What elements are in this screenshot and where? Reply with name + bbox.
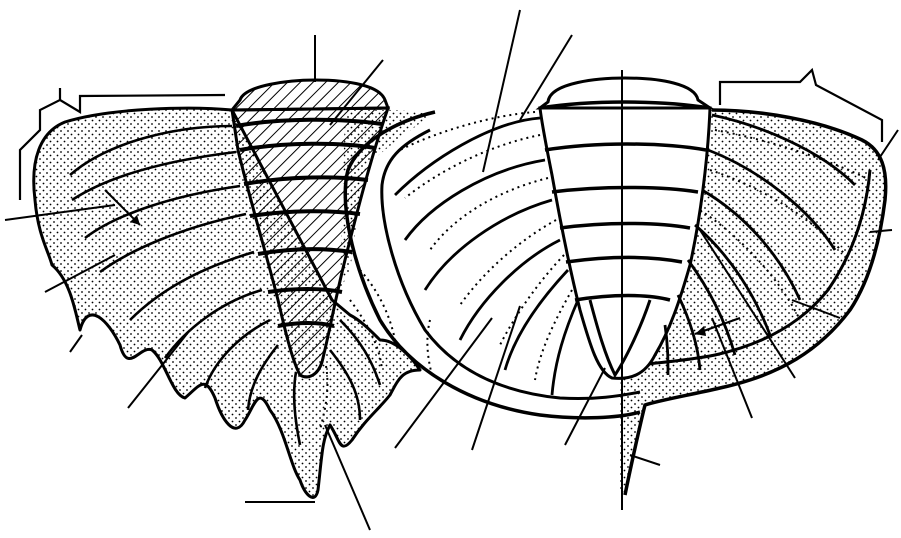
leader-line (483, 10, 520, 172)
leader-line (472, 306, 520, 450)
leader-line (630, 455, 660, 465)
left-articulating-ring (232, 80, 388, 110)
leader-line (565, 368, 605, 445)
leader-line (70, 335, 82, 352)
leader-line (395, 318, 492, 448)
right-pygidium (345, 78, 885, 495)
